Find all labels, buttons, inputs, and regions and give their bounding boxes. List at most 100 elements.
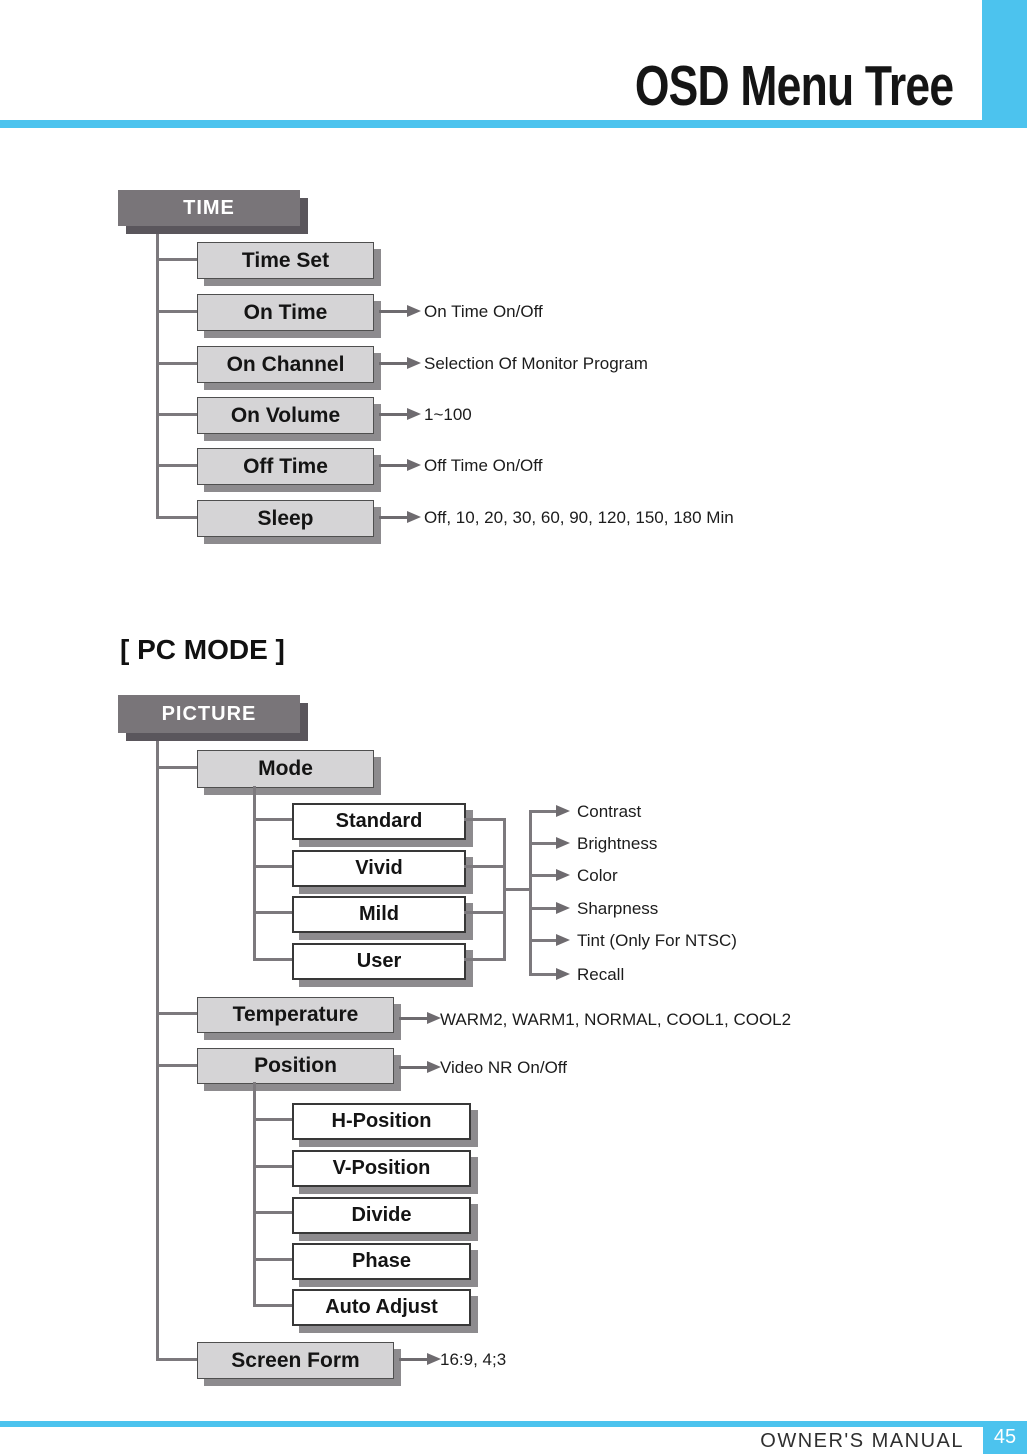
tree-trunk-picture	[156, 733, 159, 1361]
tree-connector	[529, 842, 556, 845]
arrow-icon	[427, 1061, 441, 1073]
menu-item-label: On Volume	[230, 403, 341, 427]
arrow-icon	[407, 408, 421, 420]
tree-connector	[464, 958, 506, 961]
menu-header-time-label: TIME	[183, 196, 235, 219]
arrow-line	[399, 1066, 427, 1069]
tree-connector	[253, 1258, 292, 1261]
menu-item-on-channel: On Channel	[197, 346, 374, 383]
tree-connector	[503, 888, 532, 891]
tree-connector	[529, 810, 556, 813]
page-number: 45	[993, 1426, 1017, 1448]
accent-top-rule	[0, 120, 1027, 128]
arrow-icon	[427, 1353, 441, 1365]
tree-connector	[253, 1165, 292, 1168]
page-title: OSD Menu Tree	[634, 54, 954, 118]
menu-header-picture: PICTURE	[118, 695, 300, 733]
menu-item-label: On Channel	[226, 352, 345, 376]
annotation-sharpness: Sharpness	[577, 899, 659, 918]
tree-subtrunk-mode	[253, 786, 256, 961]
menu-item-time-set: Time Set	[197, 242, 374, 279]
sub-item-divide: Divide	[292, 1197, 471, 1234]
menu-item-label: Mode	[258, 757, 313, 780]
arrow-line	[379, 413, 407, 416]
menu-item-on-volume: On Volume	[197, 397, 374, 434]
menu-item-sleep: Sleep	[197, 500, 374, 537]
sub-item-label: Vivid	[355, 857, 403, 879]
arrow-icon	[407, 305, 421, 317]
sub-item-label: Divide	[351, 1204, 412, 1226]
accent-bottom-rule	[0, 1421, 983, 1427]
arrow-icon	[427, 1012, 441, 1024]
arrow-line	[399, 1017, 427, 1020]
sub-item-user: User	[292, 943, 466, 980]
menu-item-label: Time Set	[241, 248, 330, 272]
tree-connector	[529, 939, 556, 942]
annotation-position: Video NR On/Off	[440, 1058, 567, 1077]
section-heading-pc-mode: [ PC MODE ]	[120, 634, 285, 665]
tree-connector	[529, 907, 556, 910]
menu-item-off-time: Off Time	[197, 448, 374, 485]
tree-connector	[156, 413, 197, 416]
tree-connector	[529, 874, 556, 877]
arrow-icon	[407, 357, 421, 369]
menu-header-time: TIME	[118, 190, 300, 226]
sub-item-auto-adjust: Auto Adjust	[292, 1289, 471, 1326]
tree-connector	[464, 865, 506, 868]
menu-header-picture-label: PICTURE	[161, 702, 257, 725]
arrow-icon	[556, 869, 570, 881]
sub-item-vivid: Vivid	[292, 850, 466, 887]
menu-item-temperature: Temperature	[197, 997, 394, 1033]
tree-connector	[156, 1012, 197, 1015]
menu-item-label: Off Time	[243, 454, 328, 478]
arrow-line	[379, 516, 407, 519]
arrow-icon	[556, 902, 570, 914]
sub-item-v-position: V-Position	[292, 1150, 471, 1187]
sub-item-h-position: H-Position	[292, 1103, 471, 1140]
tree-connector	[529, 973, 556, 976]
menu-item-mode: Mode	[197, 750, 374, 788]
tree-connector	[464, 818, 506, 821]
annotation-tint: Tint (Only For NTSC)	[577, 931, 737, 950]
menu-item-label: Position	[254, 1054, 337, 1077]
tree-connector	[156, 1358, 197, 1361]
page-number-badge: 45	[983, 1421, 1027, 1454]
tree-connector	[156, 464, 197, 467]
annotation-sleep: Off, 10, 20, 30, 60, 90, 120, 150, 180 M…	[424, 508, 734, 527]
annotation-screen-form: 16:9, 4;3	[440, 1350, 507, 1369]
sub-item-label: Phase	[352, 1250, 411, 1272]
tree-connector	[253, 818, 292, 821]
annotation-temperature: WARM2, WARM1, NORMAL, COOL1, COOL2	[440, 1010, 792, 1029]
arrow-line	[379, 362, 407, 365]
menu-item-label: Temperature	[232, 1003, 359, 1026]
arrow-icon	[407, 511, 421, 523]
menu-item-on-time: On Time	[197, 294, 374, 331]
annotation-on-time: On Time On/Off	[424, 302, 543, 321]
footer-label: OWNER'S MANUAL	[760, 1430, 964, 1452]
tree-connector	[253, 1118, 292, 1121]
menu-item-label: Screen Form	[231, 1348, 360, 1372]
arrow-icon	[407, 459, 421, 471]
tree-connector	[253, 958, 292, 961]
tree-adjustment-line	[529, 810, 532, 976]
arrow-icon	[556, 837, 570, 849]
annotation-color: Color	[577, 866, 618, 885]
tree-connector	[156, 516, 197, 519]
tree-connector	[253, 865, 292, 868]
tree-trunk-time	[156, 226, 159, 519]
menu-item-screen-form: Screen Form	[197, 1342, 394, 1379]
annotation-on-channel: Selection Of Monitor Program	[424, 354, 648, 373]
sub-item-label: User	[356, 950, 402, 972]
tree-connector	[253, 1304, 292, 1307]
tree-connector	[156, 310, 197, 313]
sub-item-label: Standard	[335, 810, 423, 832]
arrow-icon	[556, 968, 570, 980]
sub-item-phase: Phase	[292, 1243, 471, 1280]
sub-item-label: V-Position	[332, 1157, 431, 1179]
tree-connector	[253, 911, 292, 914]
sub-item-label: Mild	[359, 903, 399, 925]
annotation-contrast: Contrast	[577, 802, 642, 821]
arrow-icon	[556, 805, 570, 817]
sub-item-label: H-Position	[331, 1110, 432, 1132]
